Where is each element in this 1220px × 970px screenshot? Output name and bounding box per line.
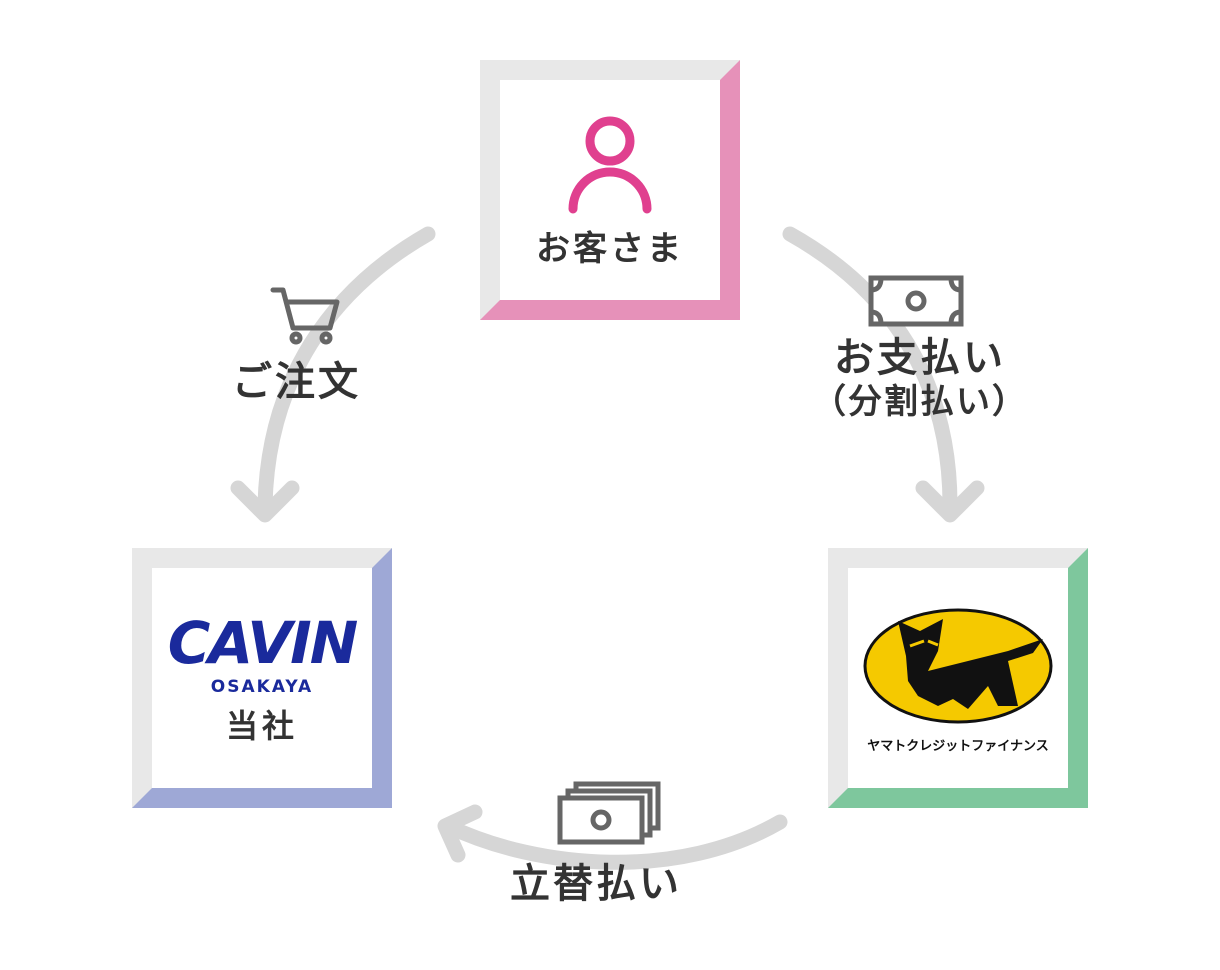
advance-arrow [440,814,788,870]
payment-sub-label: （分割払い） [812,382,1028,422]
customer-node: お客さま [480,60,740,320]
banknote-icon [868,275,964,327]
shopping-cart-icon [270,287,340,345]
person-icon [568,116,652,214]
payment-arrowhead [915,480,985,523]
cavin-logo-sub: OSAKAYA [210,676,314,697]
order-label: ご注文 [232,359,361,405]
company-node: CAVIN OSAKAYA 当社 [132,548,392,808]
finance-logo-text: ヤマトクレジットファイナンス [867,739,1049,755]
finance-node: ヤマトクレジットファイナンス [828,548,1088,808]
cavin-logo-main: CAVIN [167,609,359,678]
payment-main-label: お支払い [834,335,1006,381]
order-arrow [257,226,436,513]
order-arrowhead [230,480,300,523]
black-cat-logo [863,608,1053,724]
payment-arrow [782,226,958,513]
customer-label: お客さま [536,228,684,269]
payment-label: お支払い （分割払い） [812,334,1028,423]
advance-label: 立替払い [510,861,682,907]
company-label: 当社 [225,707,298,746]
advance-arrowhead [437,804,483,863]
cavin-logo: CAVIN OSAKAYA [167,609,359,697]
banknotes-stack-icon [557,781,661,845]
